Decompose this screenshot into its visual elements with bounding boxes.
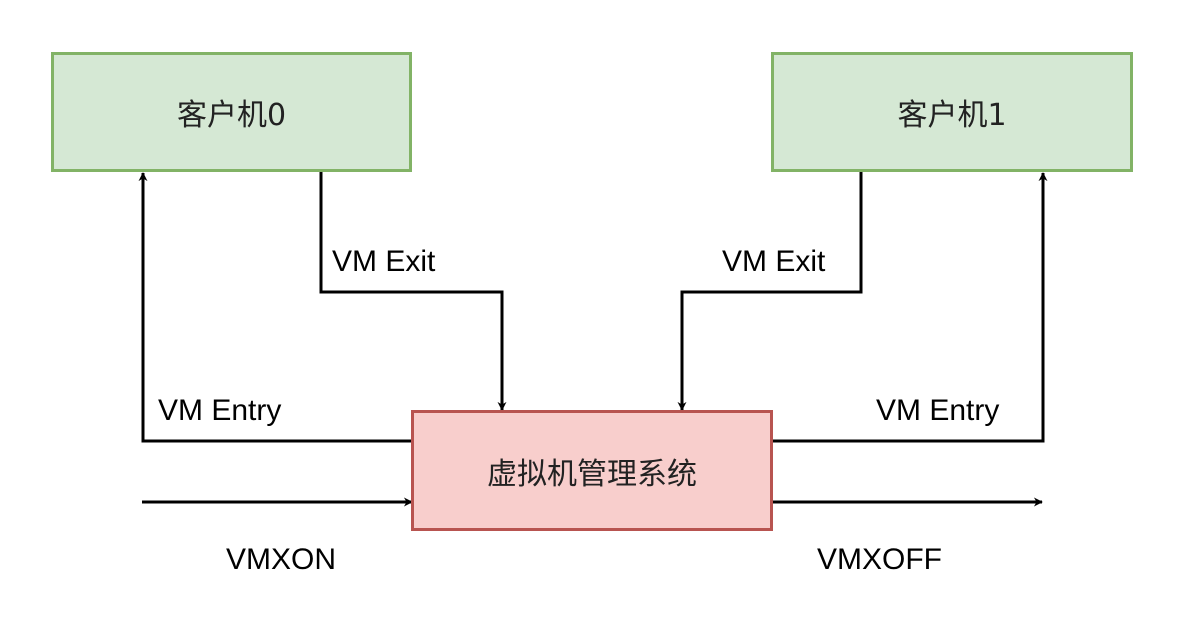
- guest1-label: 客户机1: [897, 98, 1007, 133]
- vmm-node: 虚拟机管理系统: [411, 410, 773, 531]
- vm-entry-left-label: VM Entry: [158, 394, 282, 427]
- vm-exit-right-label: VM Exit: [722, 245, 826, 278]
- vm-exit-left-label: VM Exit: [332, 245, 436, 278]
- vm-entry-right-arrow: [772, 172, 1048, 443]
- vm-exit-right-arrow: [677, 172, 863, 411]
- vm-entry-right-label: VM Entry: [876, 394, 1000, 427]
- vmxoff-label: VMXOFF: [817, 543, 942, 576]
- guest1-node: 客户机1: [771, 52, 1133, 172]
- guest0-label: 客户机0: [176, 98, 287, 133]
- vm-exit-left-arrow: [319, 172, 507, 411]
- guest0-node: 客户机0: [51, 52, 412, 172]
- vmm-label: 虚拟机管理系统: [487, 456, 697, 492]
- vmxon-label: VMXON: [226, 543, 337, 576]
- vm-entry-left-arrow: [138, 172, 412, 443]
